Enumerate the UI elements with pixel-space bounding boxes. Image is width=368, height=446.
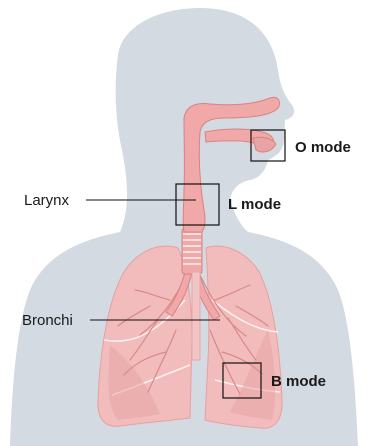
esophagus (192, 272, 200, 360)
trachea (182, 228, 202, 274)
bronchi-label: Bronchi (22, 312, 73, 329)
l-mode-label: L mode (228, 196, 281, 213)
b-mode-label: B mode (271, 373, 326, 390)
o-mode-label: O mode (295, 139, 351, 156)
larynx-label: Larynx (24, 192, 70, 209)
